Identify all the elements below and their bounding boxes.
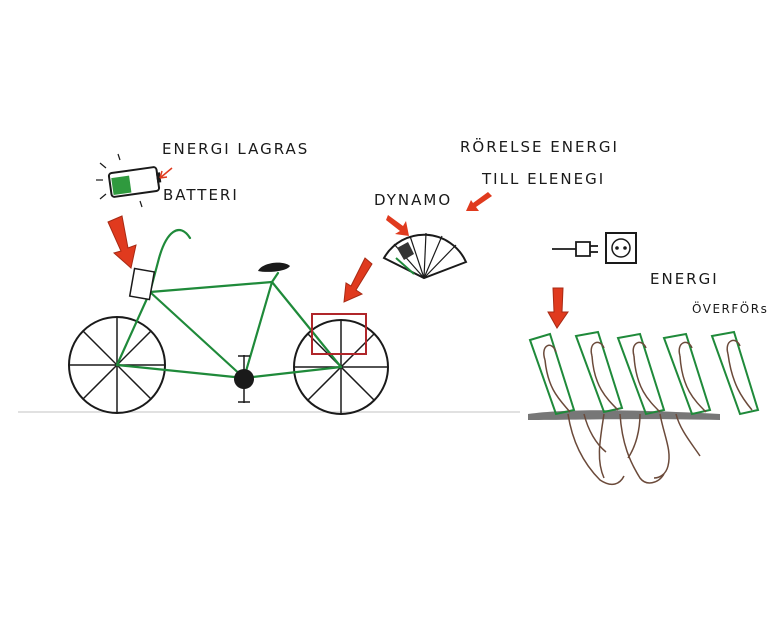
bicycle-frame bbox=[115, 228, 343, 380]
dynamo-box-arrow bbox=[343, 257, 373, 303]
label-overfors: ÖVERFÖRs bbox=[692, 303, 768, 315]
dynamo-box bbox=[311, 313, 367, 355]
plant-item bbox=[662, 332, 712, 416]
bicycle-seat bbox=[258, 262, 290, 272]
soil-strip bbox=[528, 410, 720, 420]
battery-arrow bbox=[107, 215, 137, 269]
label-overfors-suffix: s bbox=[760, 302, 769, 316]
battery-pointer-arrow bbox=[159, 167, 173, 179]
label-dynamo: DYNAMO bbox=[374, 191, 453, 209]
dynamo-icon bbox=[382, 232, 468, 280]
label-rorelse-line1: RÖRELSE ENERGI bbox=[460, 138, 619, 156]
battery-icon bbox=[96, 153, 162, 208]
label-energi: ENERGI bbox=[650, 270, 719, 288]
plant-item bbox=[710, 330, 760, 416]
bike-battery-box bbox=[128, 267, 156, 301]
label-rorelse-line2: TILL ELENEGI bbox=[482, 170, 606, 188]
plant-item bbox=[528, 332, 576, 416]
plants-arrow bbox=[547, 287, 569, 329]
label-batteri: BATTERI bbox=[163, 186, 239, 204]
roots bbox=[567, 413, 701, 486]
plug-icon bbox=[552, 241, 598, 257]
socket-icon bbox=[605, 232, 637, 264]
label-energi-lagras: ENERGI LAGRAS bbox=[162, 140, 310, 158]
label-overfors-prefix: ÖVERFÖR bbox=[692, 302, 761, 316]
plant-item bbox=[574, 330, 624, 414]
plants bbox=[528, 330, 760, 486]
plant-item bbox=[616, 332, 666, 416]
bicycle bbox=[68, 228, 389, 415]
rorelse-arrow bbox=[466, 192, 492, 211]
dynamo-label-arrow bbox=[386, 215, 409, 236]
